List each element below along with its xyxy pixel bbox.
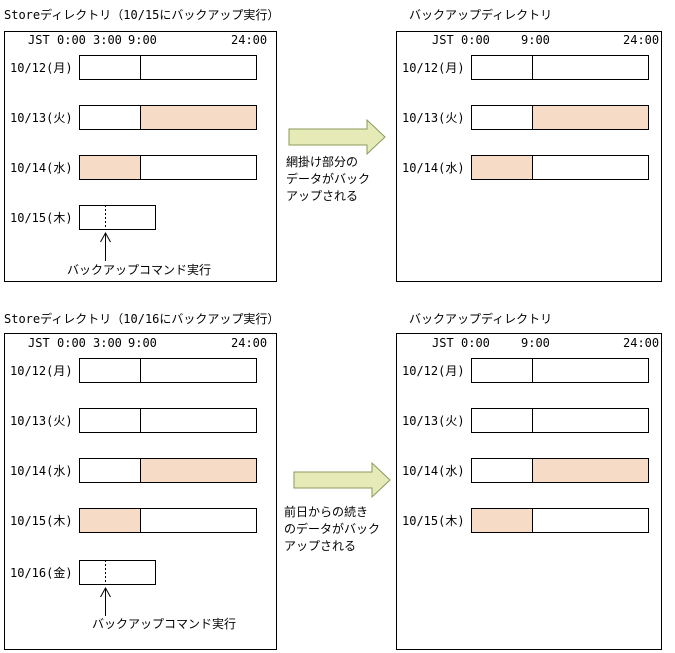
partial-day-bar: [79, 205, 156, 230]
time-label-2400: 24:00: [623, 33, 659, 47]
backup-directory-title: バックアップディレクトリ: [409, 7, 552, 22]
date-label: 10/14(水): [402, 464, 465, 478]
date-label: 10/13(火): [10, 111, 73, 125]
time-label-0900: 9:00: [128, 336, 157, 350]
time-label-0300: 3:00: [93, 33, 122, 47]
store-day-row: 10/13(火): [10, 408, 257, 433]
time-label-0900: 9:00: [521, 336, 550, 350]
backup-day-row: 10/14(水): [402, 155, 649, 180]
date-label: 10/13(火): [10, 414, 73, 428]
day-timeline-bar: [79, 358, 257, 383]
transfer-arrow: [293, 461, 391, 499]
date-label: 10/15(木): [402, 514, 465, 528]
date-label: 10/12(月): [402, 364, 465, 378]
time-label-2400: 24:00: [231, 33, 267, 47]
store-day-row: 10/15(木): [10, 508, 257, 533]
date-label: 10/13(火): [402, 111, 465, 125]
transfer-note-line: 網掛け部分の: [286, 154, 358, 169]
store-day-row: 10/12(月): [10, 55, 257, 80]
time-label-0000: 0:00: [57, 33, 86, 47]
day-timeline-bar: [471, 155, 649, 180]
time-zone-label: JST: [28, 336, 50, 350]
time-label-0900: 9:00: [521, 33, 550, 47]
time-label-0000: 0:00: [57, 336, 86, 350]
transfer-note-line: アップされる: [286, 189, 358, 203]
backed-up-segment: [471, 155, 532, 179]
time-zone-label: JST: [432, 336, 454, 350]
backed-up-segment: [532, 105, 648, 129]
transfer-note-line: アップされる: [284, 539, 356, 553]
backup-directory-panel: [396, 31, 662, 282]
backup-day-row: 10/13(火): [402, 408, 649, 433]
store-day-row: 10/12(月): [10, 358, 257, 383]
day-timeline-bar: [471, 105, 649, 130]
backed-up-segment: [471, 508, 532, 532]
date-label: 10/14(水): [10, 464, 73, 478]
date-label: 10/13(火): [402, 414, 465, 428]
partial-day-bar: [79, 560, 156, 585]
day-timeline-bar: [79, 458, 257, 483]
backup-day-row: 10/12(月): [402, 358, 649, 383]
command-arrow-head: [100, 586, 111, 598]
store-partial-day-row: 10/16(金): [10, 560, 156, 616]
store-day-row: 10/14(水): [10, 155, 257, 180]
day-timeline-bar: [79, 55, 257, 80]
date-label: 10/12(月): [10, 364, 73, 378]
date-label: 10/15(木): [10, 211, 73, 225]
day-timeline-bar: [79, 105, 257, 130]
time-label-0300: 3:00: [93, 336, 122, 350]
store-directory-title: Storeディレクトリ（10/15にバックアップ実行）: [4, 7, 279, 22]
transfer-note-line: データがバック: [286, 171, 370, 186]
store-day-row: 10/13(火): [10, 105, 257, 130]
time-zone-label: JST: [28, 33, 50, 47]
transfer-note-line: のデータがバック: [284, 521, 380, 536]
date-label: 10/16(金): [10, 565, 73, 580]
day-timeline-bar: [471, 55, 649, 80]
date-label: 10/14(水): [402, 161, 465, 175]
backed-up-segment: [140, 458, 256, 482]
time-label-0900: 9:00: [128, 33, 157, 47]
day-timeline-bar: [79, 155, 257, 180]
time-label-0000: 0:00: [461, 33, 490, 47]
backup-directory-title: バックアップディレクトリ: [409, 311, 552, 326]
backup-day-row: 10/14(水): [402, 458, 649, 483]
day-timeline-bar: [79, 508, 257, 533]
backed-up-segment: [79, 508, 140, 532]
date-label: 10/12(月): [402, 61, 465, 75]
time-label-2400: 24:00: [231, 336, 267, 350]
day-timeline-bar: [471, 458, 649, 483]
time-label-0000: 0:00: [461, 336, 490, 350]
store-directory-panel: [4, 333, 277, 650]
date-label: 10/15(木): [10, 514, 73, 528]
day-timeline-bar: [79, 408, 257, 433]
day-timeline-bar: [471, 358, 649, 383]
day-timeline-bar: [471, 508, 649, 533]
backup-command-note: バックアップコマンド実行: [92, 616, 236, 631]
transfer-note-line: 前日からの続き: [284, 504, 368, 519]
backup-day-row: 10/15(木): [402, 508, 649, 533]
transfer-arrow: [288, 118, 386, 156]
time-label-2400: 24:00: [623, 336, 659, 350]
backup-command-note: バックアップコマンド実行: [67, 262, 211, 277]
command-arrow-head: [100, 231, 111, 243]
store-directory-title: Storeディレクトリ（10/16にバックアップ実行）: [4, 311, 279, 326]
backed-up-segment: [532, 458, 648, 482]
day-timeline-bar: [471, 408, 649, 433]
store-partial-day-row: 10/15(木): [10, 205, 156, 261]
store-day-row: 10/14(水): [10, 458, 257, 483]
time-zone-label: JST: [432, 33, 454, 47]
date-label: 10/12(月): [10, 61, 73, 75]
backed-up-segment: [79, 155, 140, 179]
backup-day-row: 10/12(月): [402, 55, 649, 80]
backup-directory-panel: [396, 333, 662, 650]
date-label: 10/14(水): [10, 161, 73, 175]
backup-day-row: 10/13(火): [402, 105, 649, 130]
backed-up-segment: [140, 105, 256, 129]
store-directory-panel: [4, 31, 277, 282]
